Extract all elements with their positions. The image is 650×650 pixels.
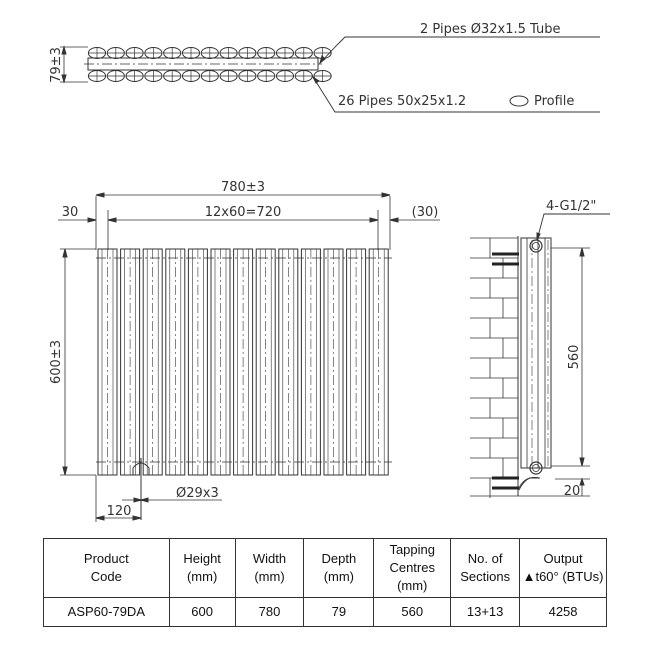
profile-spec-label: 26 Pipes 50x25x1.2	[338, 94, 466, 109]
radiator-columns	[97, 248, 389, 476]
right-offset-label: (30)	[412, 205, 439, 220]
profile-leader	[312, 76, 600, 113]
column-header: Output ▲t60° (BTUs)	[519, 538, 607, 598]
tube-leader	[319, 36, 600, 64]
table-cell: 13+13	[450, 597, 521, 627]
column-header-text: Product	[83, 551, 129, 566]
pipe-dim-label: Ø29x3	[176, 486, 219, 501]
column-header-text: Tapping	[389, 542, 435, 557]
left-offset-label: 30	[62, 205, 79, 220]
column-header-text: Output	[543, 551, 583, 566]
tapping-centres-label: 560	[567, 345, 582, 370]
floor-gap-label: 20	[564, 484, 581, 499]
column-header: Width (mm)	[234, 538, 305, 598]
column-header: Height (mm)	[168, 538, 236, 598]
table-cell: 780	[234, 597, 305, 627]
profile-pipes-top-row	[87, 47, 332, 59]
dimension-labels: 79±3 2 Pipes Ø32x1.5 Tube 26 Pipes 50x25…	[49, 22, 596, 519]
column-header: Depth (mm)	[303, 538, 375, 598]
column-header-text: (mm)	[397, 578, 428, 593]
column-header-text: No. of	[467, 551, 503, 566]
table-cell: 560	[373, 597, 452, 627]
spacing-label: 12x60=720	[205, 205, 281, 220]
table-cell: 600	[168, 597, 236, 627]
front-view	[58, 192, 440, 522]
column-header-text: Height	[183, 551, 221, 566]
column-header-text: (mm)	[323, 569, 355, 584]
column-header-text: (mm)	[186, 569, 218, 584]
tube-spec-label: 2 Pipes Ø32x1.5 Tube	[420, 22, 560, 37]
column-header-text: Sections	[460, 569, 511, 584]
table-cell: 4258	[519, 597, 607, 627]
column-header: No. of Sections	[450, 538, 521, 598]
profile-pipes-bottom-row	[87, 70, 332, 82]
table-cell: 79	[303, 597, 375, 627]
connection-label: 4-G1/2"	[546, 199, 596, 214]
oval-icon	[509, 95, 529, 107]
column-header-text: Code	[90, 569, 122, 584]
column-header-text: Centres	[389, 560, 435, 575]
column-header-text: (mm)	[254, 569, 285, 584]
height-dim-label: 600±3	[49, 340, 64, 384]
depth-dim-label: 79±3	[49, 47, 64, 83]
brick-wall	[470, 237, 518, 498]
overall-width-label: 780±3	[221, 180, 265, 195]
profile-suffix-label: Profile	[534, 94, 574, 109]
top-view	[60, 36, 600, 113]
side-view	[470, 213, 610, 498]
column-header-text: Width	[252, 551, 287, 566]
bottom-offset-label: 120	[107, 504, 132, 519]
column-header-text: Depth	[321, 551, 357, 566]
table-cell: ASP60-79DA	[43, 597, 170, 627]
column-header-text: ▲t60° (BTUs)	[522, 569, 604, 584]
